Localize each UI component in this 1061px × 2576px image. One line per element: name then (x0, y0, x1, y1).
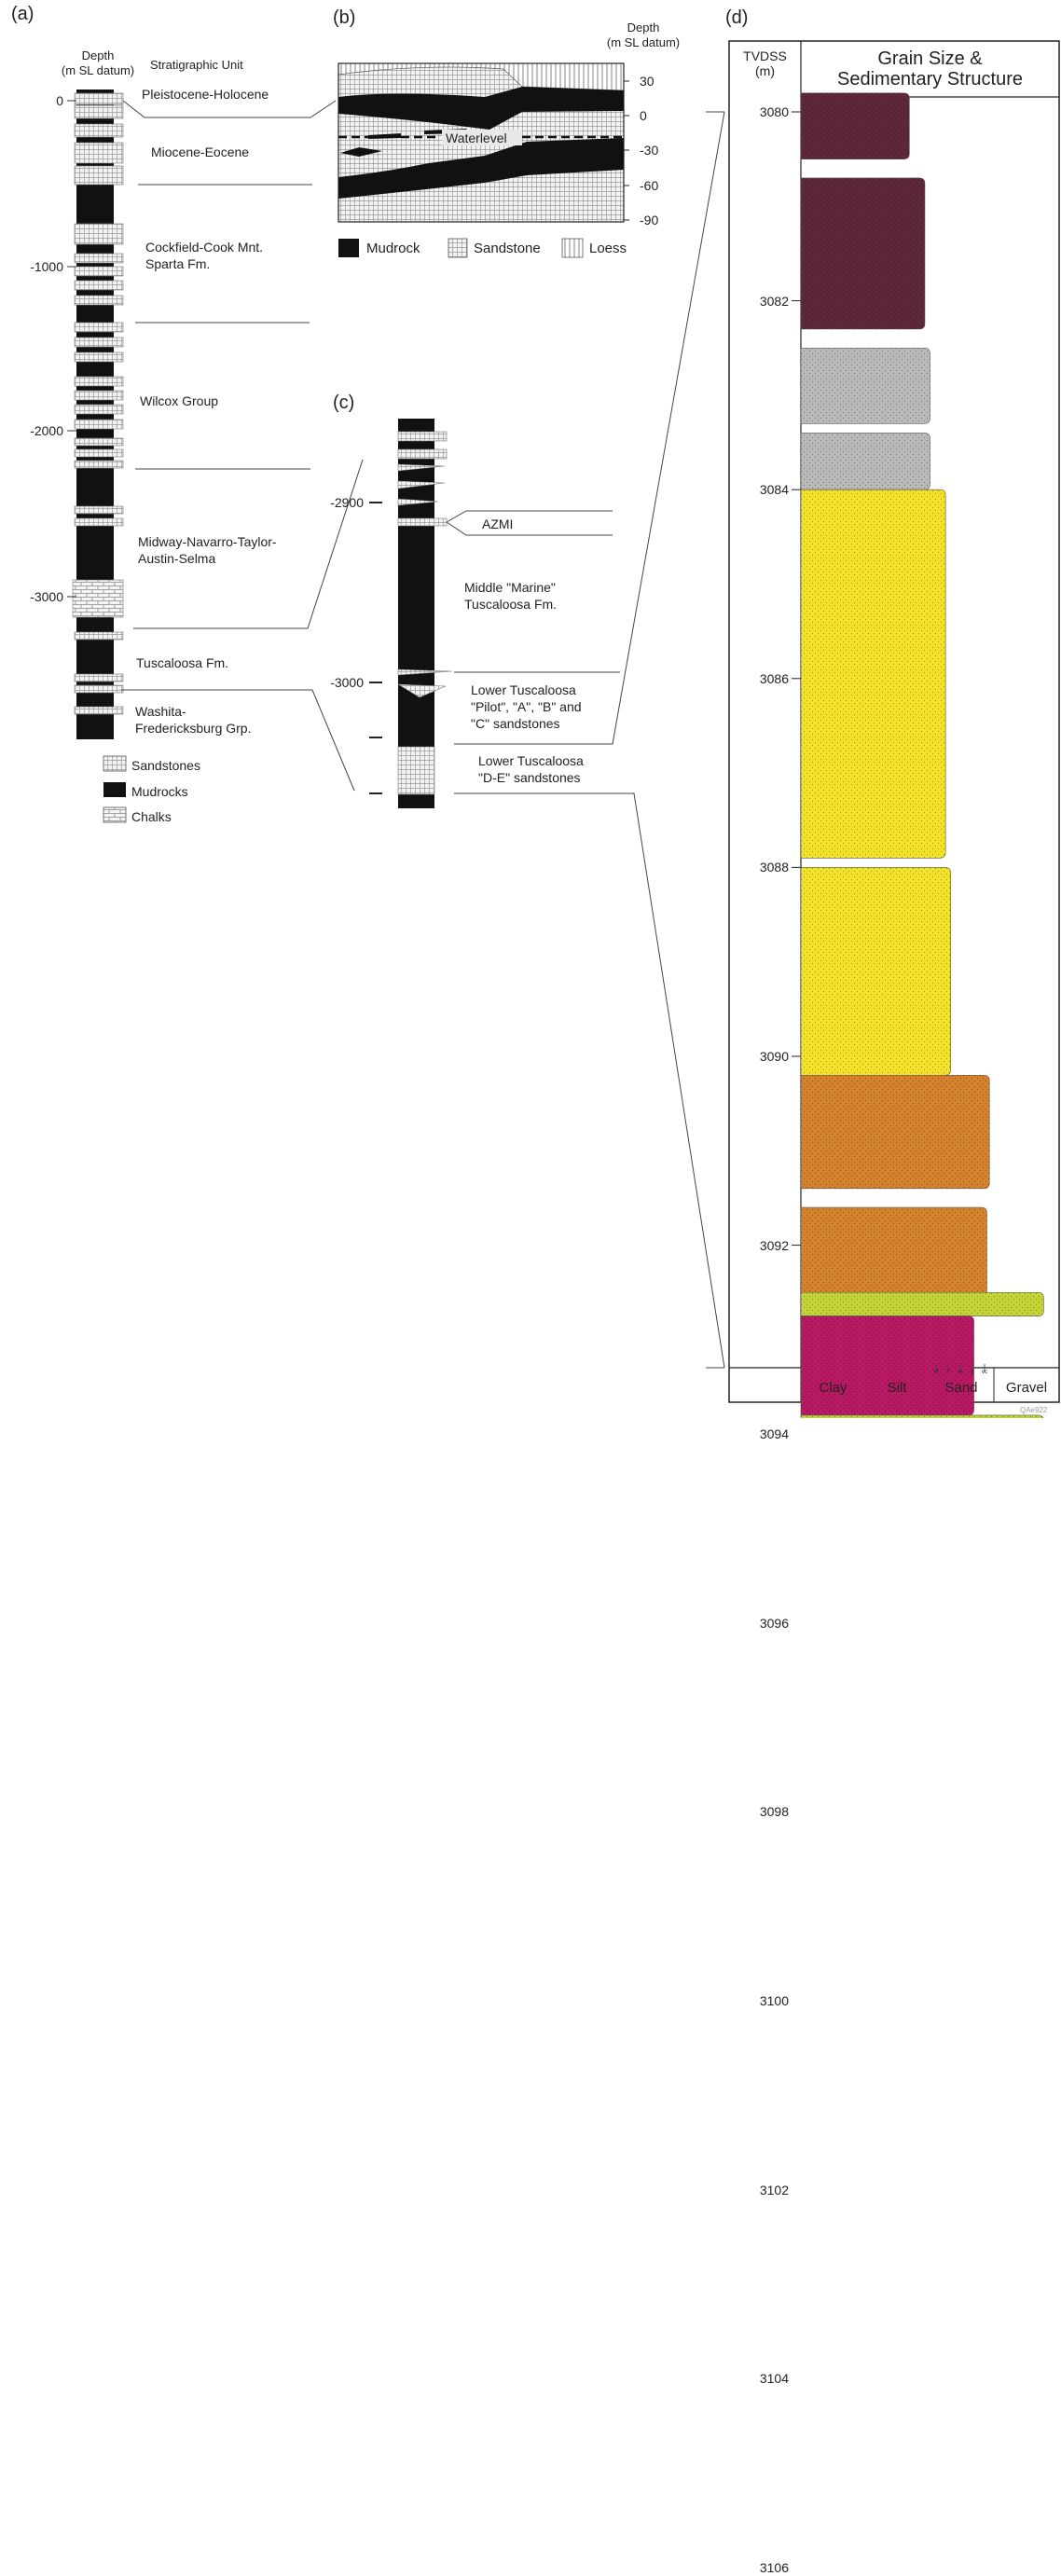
panel-a-legend-sandstone-swatch (103, 756, 126, 771)
depth-tick-label: 3090 (737, 1048, 789, 1065)
log-bed-texture (801, 489, 945, 858)
panel-c-unit-boundaries (447, 112, 724, 1368)
panel-b-legend-sandstone: Sandstone (474, 241, 541, 257)
depth-tick-label: 3080 (737, 103, 789, 120)
sand-subclass-label: vc (979, 1370, 990, 1376)
panel-b-depth-header-line1: Depth (586, 21, 701, 35)
panel-b-label: (b) (333, 9, 355, 26)
panel-d-depth-header-line2: (m) (729, 63, 801, 78)
depth-tick-label: 3100 (737, 1992, 789, 2009)
sand-subclass-label: f (943, 1370, 954, 1376)
panel-b-legend-mudrock: Mudrock (366, 241, 420, 257)
panel-a-depth-header-line2: (m SL datum) (37, 63, 158, 78)
sand-subclass-label: vf (930, 1370, 942, 1376)
panel-a-legend-chalks: Chalks (131, 808, 172, 825)
panel-a-unit-miocene: Miocene-Eocene (151, 144, 249, 160)
panel-a-depth-0: 0 (19, 92, 63, 109)
panel-a-depth-header: Depth (m SL datum) (37, 48, 158, 78)
panel-b-depth-header: Depth (m SL datum) (586, 21, 701, 50)
log-bed-texture (801, 1075, 989, 1189)
panel-c-unit-middle-marine: Middle "Marine" Tuscaloosa Fm. (464, 579, 623, 613)
log-bed-texture (801, 1207, 986, 1302)
panel-c-unit-lower-pilot: Lower Tuscaloosa "Pilot", "A", "B" and "… (471, 682, 629, 732)
sand-subclass-label: c (967, 1370, 978, 1376)
panel-d-title-line2: Sedimentary Structure (801, 69, 1059, 90)
panel-d-grain-clay: Clay (801, 1380, 865, 1397)
panel-a-depth-header-line1: Depth (37, 48, 158, 63)
panel-c-unit-azmi: AZMI (482, 516, 513, 532)
panel-a-unit-wilcox: Wilcox Group (140, 393, 218, 409)
panel-b-waterlevel-label: Waterlevel (446, 130, 507, 146)
panel-d-depth-header: TVDSS (m) (729, 48, 801, 78)
panel-a-unit-header: Stratigraphic Unit (150, 57, 243, 74)
panel-b-depth-30: 30 (640, 73, 655, 90)
sand-subclass-label: m (955, 1370, 966, 1376)
figure-code: QAe922 (1020, 1406, 1047, 1415)
panel-c-depth-3000: -3000 (298, 674, 364, 691)
depth-tick-label: 3104 (737, 2370, 789, 2387)
panel-b-depth-minus60: -60 (640, 177, 658, 194)
panel-d-depth-ticks (792, 112, 801, 1418)
panel-d (729, 41, 1059, 1418)
panel-d-grain-sand: Sand (929, 1380, 994, 1397)
panel-a-depth-2000: -2000 (9, 422, 63, 439)
panel-a-label: (a) (11, 6, 34, 22)
log-bed-texture (801, 1292, 1043, 1316)
panel-c-unit-lower-de: Lower Tuscaloosa "D-E" sandstones (478, 752, 627, 786)
panel-b-legend-sandstone-swatch (448, 239, 467, 257)
panel-a-column (76, 90, 114, 739)
depth-tick-label: 3094 (737, 1426, 789, 1442)
depth-tick-label: 3086 (737, 670, 789, 687)
panel-c-label: (c) (333, 394, 354, 411)
panel-c-depth-2900: -2900 (298, 494, 364, 511)
panel-d-grain-gravel: Gravel (994, 1380, 1059, 1397)
depth-tick-label: 3092 (737, 1237, 789, 1254)
panel-b-depth-minus30: -30 (640, 142, 658, 158)
panel-a-depth-3000: -3000 (9, 588, 63, 605)
panel-b (338, 63, 629, 257)
panel-b-depth-header-line2: (m SL datum) (586, 35, 701, 50)
panel-a-legend-mudrock-swatch (103, 782, 126, 797)
panel-b-legend-mudrock-swatch (338, 239, 359, 257)
depth-tick-label: 3098 (737, 1803, 789, 1820)
depth-tick-label: 3096 (737, 1615, 789, 1632)
panel-a-unit-cockfield: Cockfield-Cook Mnt. Sparta Fm. (145, 239, 309, 272)
panel-a-legend-mudrocks: Mudrocks (131, 783, 188, 800)
log-bed-texture (801, 178, 925, 329)
panel-c (369, 112, 724, 1368)
panel-a-legend-chalk-swatch (103, 807, 126, 822)
panel-d-depth-header-line1: TVDSS (729, 48, 801, 63)
panel-a-legend-sandstones: Sandstones (131, 757, 200, 774)
panel-a-chalk-bed (73, 580, 123, 617)
panel-b-legend-loess-swatch (562, 239, 583, 257)
log-bed-texture (801, 93, 909, 159)
panel-a-unit-tuscaloosa: Tuscaloosa Fm. (136, 654, 228, 671)
log-bed-texture (801, 867, 951, 1075)
panel-d-beds (801, 93, 1054, 1418)
panel-a-unit-midway: Midway-Navarro-Taylor- Austin-Selma (138, 533, 315, 567)
panel-a-unit-pleistocene: Pleistocene-Holocene (142, 86, 269, 103)
panel-d-label: (d) (725, 9, 748, 26)
depth-tick-label: 3102 (737, 2182, 789, 2198)
depth-tick-label: 3106 (737, 2559, 789, 2576)
log-bed-texture (801, 433, 930, 489)
depth-tick-label: 3082 (737, 293, 789, 310)
panel-a-unit-washita: Washita- Fredericksburg Grp. (135, 703, 303, 737)
log-bed-texture (801, 348, 930, 423)
panel-d-grain-silt: Silt (865, 1380, 929, 1397)
panel-d-title-line1: Grain Size & (801, 48, 1059, 69)
depth-tick-label: 3084 (737, 481, 789, 498)
depth-tick-label: 3088 (737, 859, 789, 875)
panel-d-title: Grain Size & Sedimentary Structure (801, 48, 1059, 90)
panel-b-depth-minus90: -90 (640, 212, 658, 228)
panel-b-depth-0: 0 (640, 107, 647, 124)
panel-a-depth-1000: -1000 (9, 258, 63, 275)
panel-b-legend-loess: Loess (589, 241, 627, 257)
